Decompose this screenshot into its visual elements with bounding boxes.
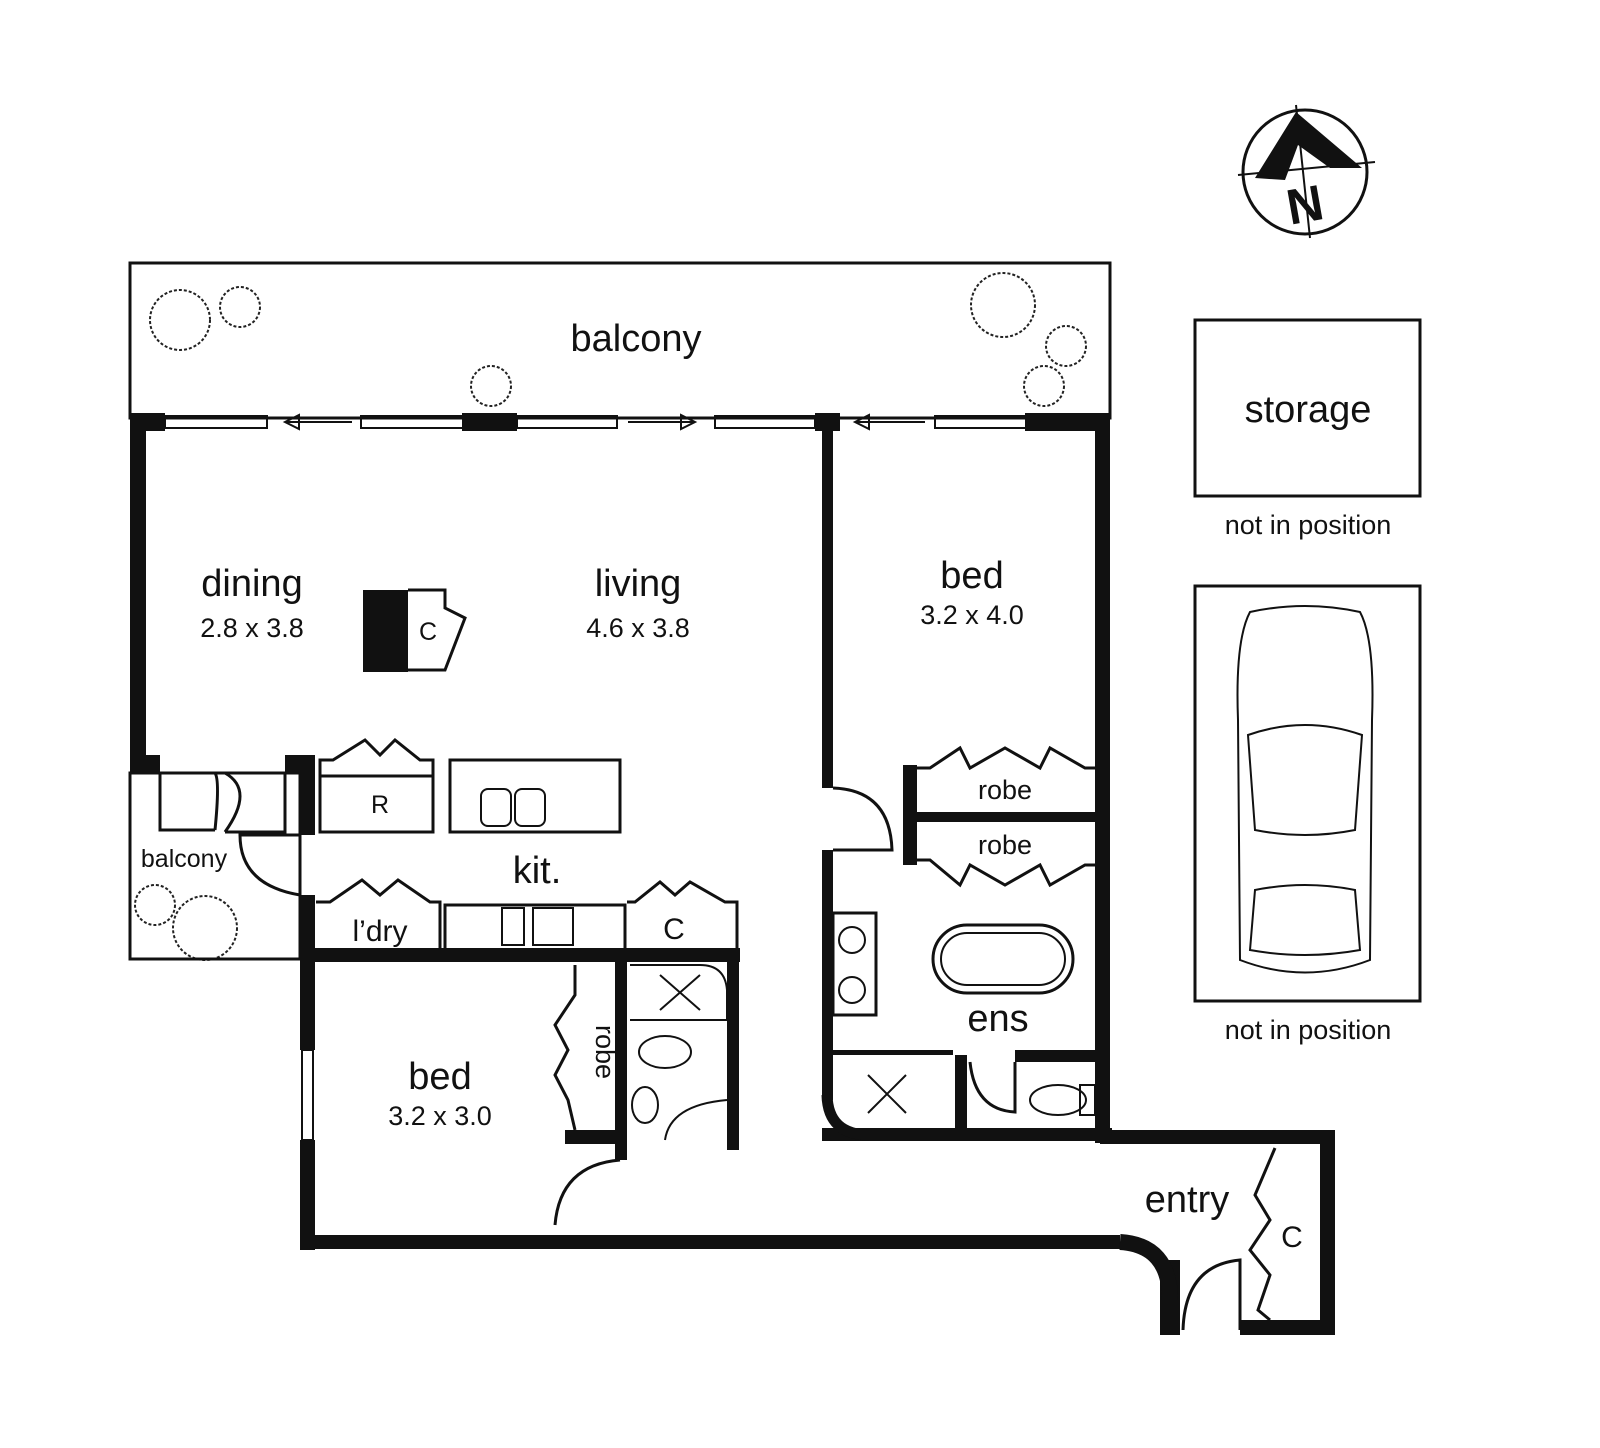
fireplace-cupboard-label: C — [419, 618, 437, 646]
balcony-label: balcony — [571, 318, 702, 360]
ens-label: ens — [967, 998, 1028, 1040]
robe-second-label: robe — [590, 1025, 620, 1079]
parking-box — [1193, 584, 1422, 1003]
living-label: living — [595, 563, 682, 605]
bed-main-label: bed — [940, 555, 1003, 597]
storage-note: not in position — [1225, 510, 1392, 540]
small-balcony-label: balcony — [141, 845, 228, 873]
storage-box — [1193, 318, 1422, 498]
kitchen-cupboard-label: C — [663, 913, 685, 946]
robe-1-label: robe — [978, 775, 1032, 805]
living-dims: 4.6 x 3.8 — [586, 613, 690, 643]
laundry-label: l’dry — [352, 915, 407, 948]
kitchen-label: kit. — [513, 850, 562, 892]
entry-label: entry — [1145, 1179, 1229, 1221]
bed-main-dims: 3.2 x 4.0 — [920, 600, 1024, 630]
parking-note: not in position — [1225, 1015, 1392, 1045]
dining-label: dining — [201, 563, 302, 605]
car-icon — [1236, 605, 1374, 974]
robe-2-label: robe — [978, 830, 1032, 860]
storage-label: storage — [1245, 389, 1372, 431]
north-arrow-icon: N — [1237, 104, 1376, 239]
bed-second-dims: 3.2 x 3.0 — [388, 1101, 492, 1131]
bed-second-label: bed — [408, 1056, 471, 1098]
balcony-outline — [128, 261, 1112, 420]
shrub-icon — [134, 272, 1087, 961]
entry-cupboard-label: C — [1281, 1221, 1303, 1254]
walls — [130, 413, 1335, 1335]
svg-text:N: N — [1282, 174, 1327, 235]
fridge-label: R — [371, 791, 389, 819]
dining-dims: 2.8 x 3.8 — [200, 613, 304, 643]
